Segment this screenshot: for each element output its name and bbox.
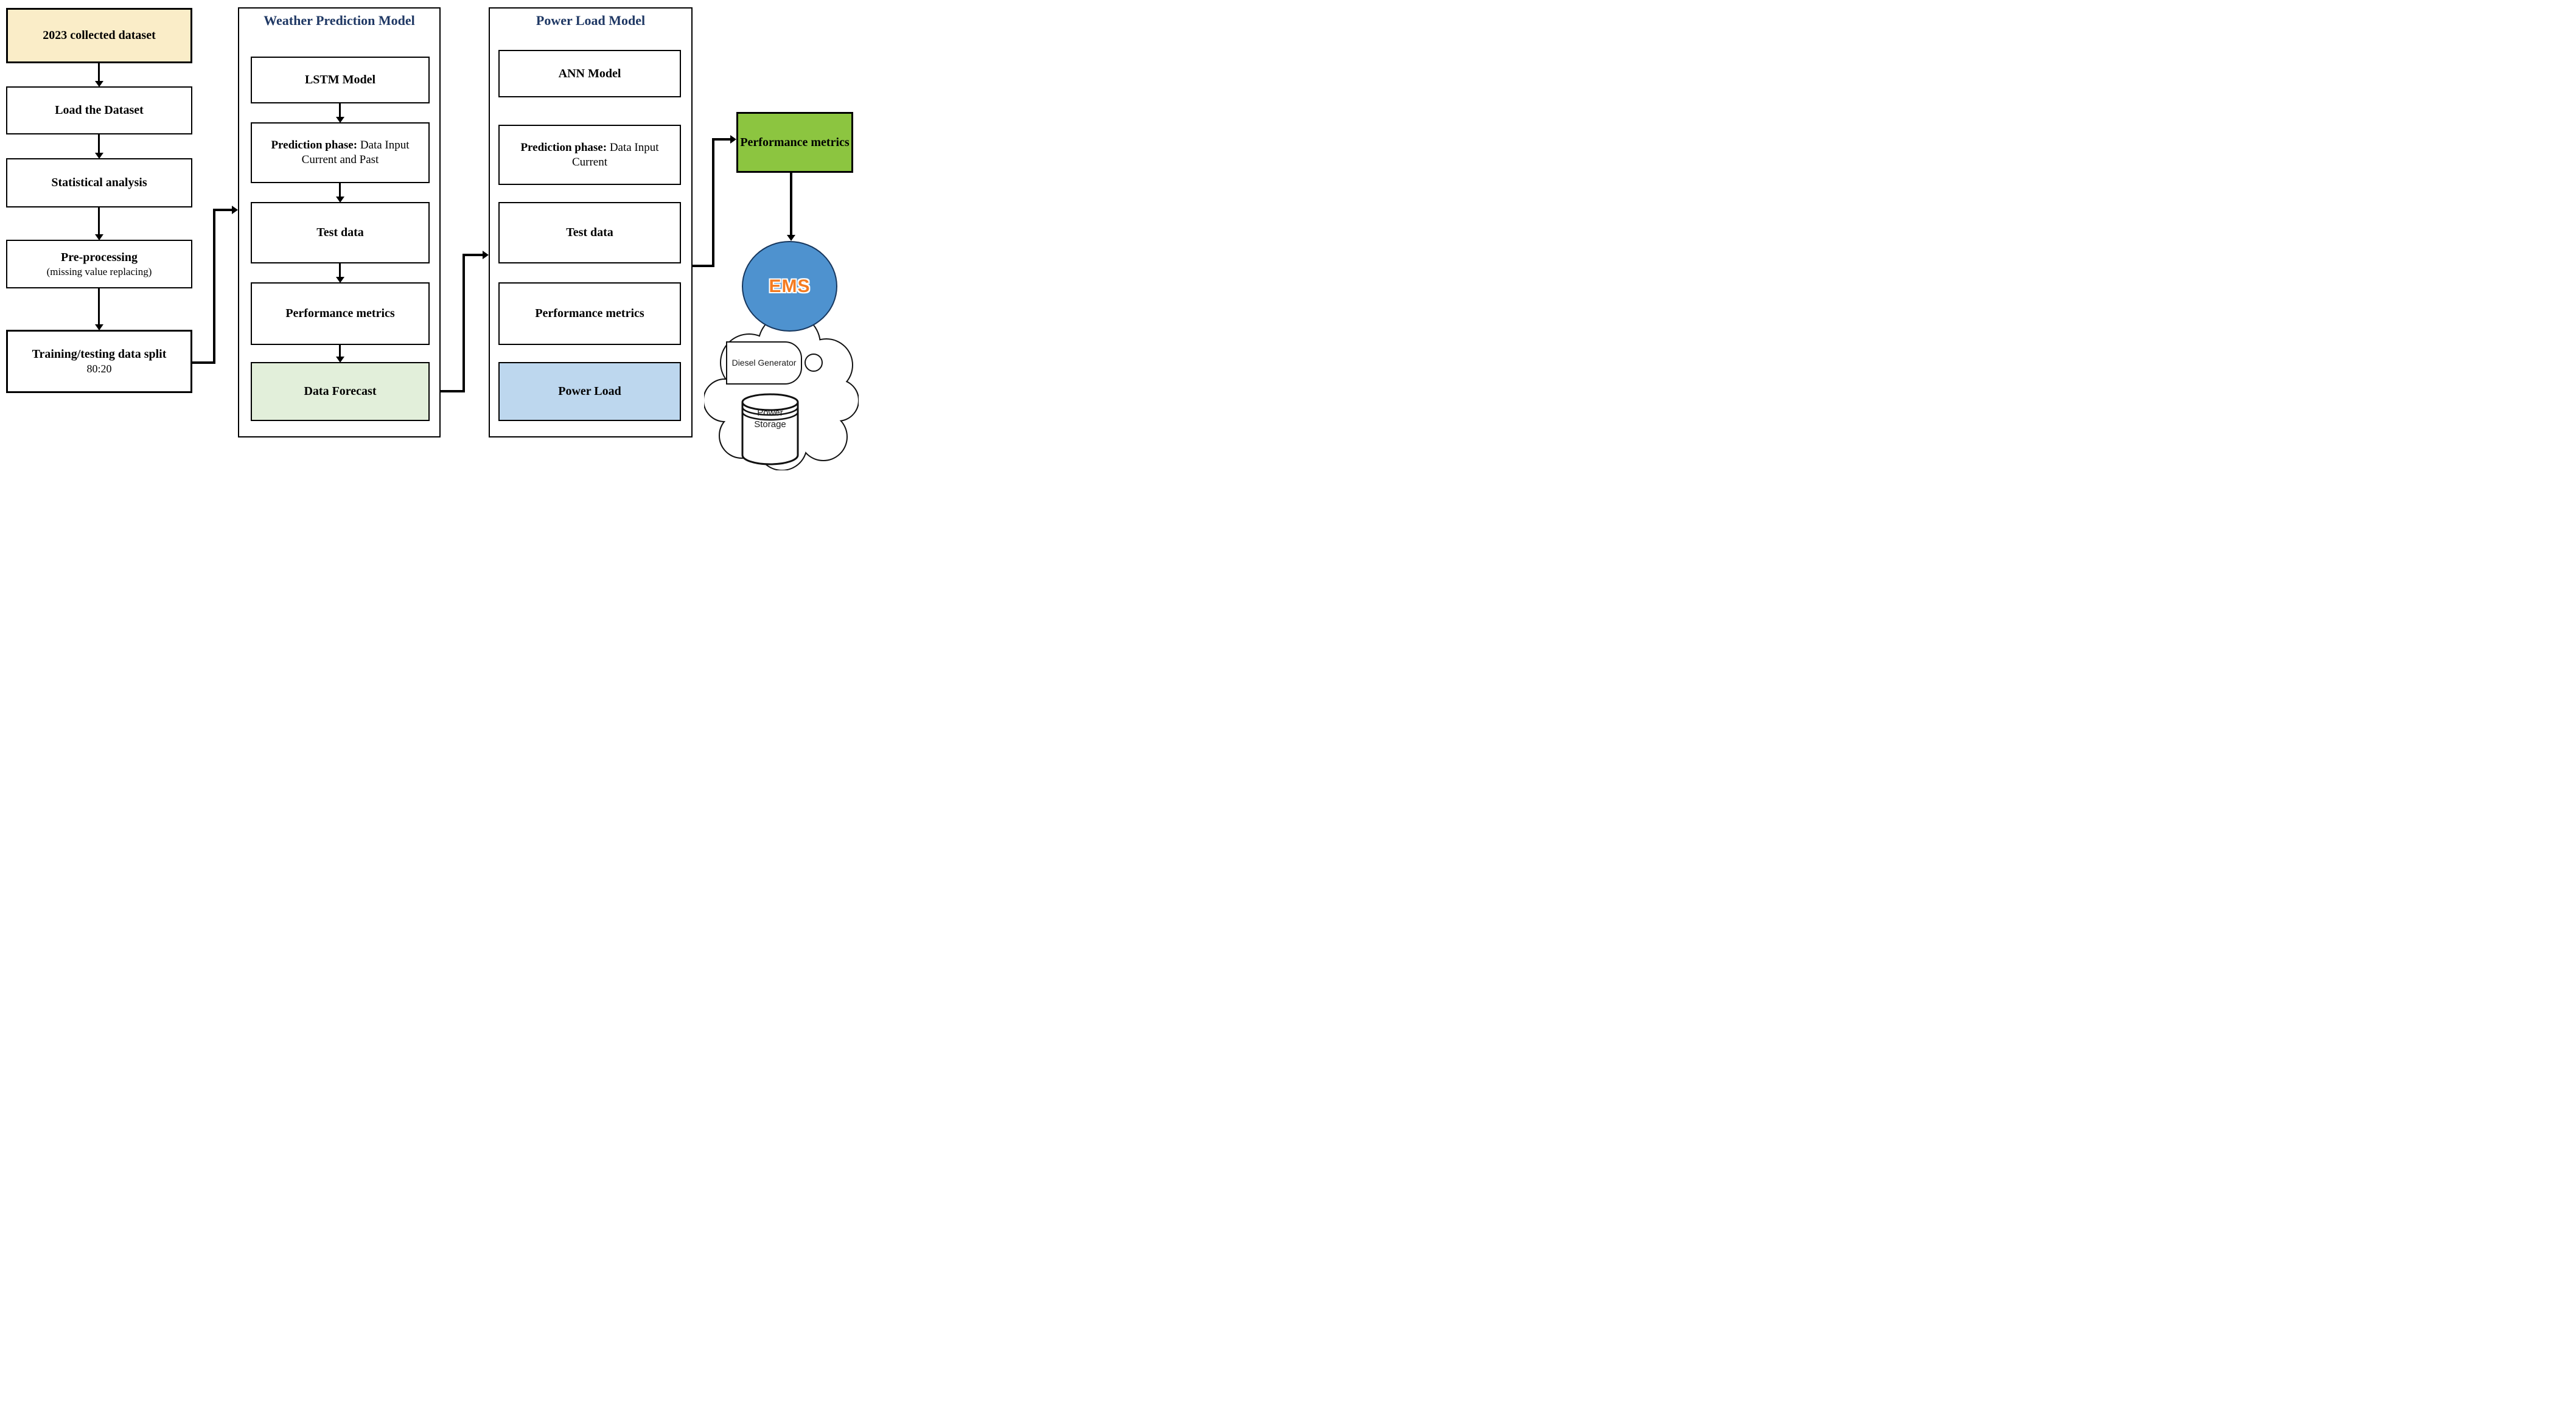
box-test-data-weather: Test data bbox=[251, 202, 430, 263]
label-rest: Data Input Current and Past bbox=[301, 139, 410, 166]
box-label: Performance metrics bbox=[285, 307, 395, 320]
box-label: Data Forecast bbox=[304, 385, 377, 398]
connector-segment bbox=[790, 173, 792, 235]
connector-segment bbox=[712, 138, 714, 267]
arrow-shaft bbox=[339, 345, 341, 357]
box-label: 2023 collected dataset bbox=[43, 29, 156, 42]
diesel-generator-node: Diesel Generator bbox=[726, 341, 802, 385]
arrow-down-icon bbox=[95, 153, 103, 159]
arrow-right-icon bbox=[483, 251, 489, 259]
box-performance-metrics-output: Performance metrics bbox=[736, 112, 853, 173]
weather-model-title: Weather Prediction Model bbox=[264, 13, 415, 28]
arrow-shaft bbox=[98, 63, 100, 81]
box-label: Load the Dataset bbox=[55, 103, 144, 117]
box-label: Prediction phase: Data Input Current bbox=[503, 141, 676, 170]
bubble-circle-icon bbox=[805, 354, 823, 372]
arrow-down-icon bbox=[95, 234, 103, 240]
connector-segment bbox=[462, 254, 465, 392]
ems-label: EMS bbox=[769, 276, 811, 296]
arrow-down-icon bbox=[95, 324, 103, 330]
label-bold: Prediction phase: bbox=[271, 139, 358, 152]
box-label: LSTM Model bbox=[304, 73, 376, 86]
box-performance-metrics-power: Performance metrics bbox=[498, 282, 681, 345]
power-storage-cylinder-icon bbox=[741, 393, 799, 465]
box-test-data-power: Test data bbox=[498, 202, 681, 263]
box-data-forecast: Data Forecast bbox=[251, 362, 430, 421]
label-rest: Data Input Current bbox=[571, 141, 659, 169]
arrow-shaft bbox=[339, 103, 341, 117]
box-performance-metrics-weather: Performance metrics bbox=[251, 282, 430, 345]
box-load-the-dataset: Load the Dataset bbox=[6, 86, 192, 134]
connector-segment bbox=[213, 209, 232, 211]
box-power-load: Power Load bbox=[498, 362, 681, 421]
flowchart-canvas: 2023 collected dataset Load the Dataset … bbox=[0, 0, 859, 470]
ems-node: EMS bbox=[742, 241, 837, 332]
box-label: Training/testing data split bbox=[32, 347, 167, 361]
box-lstm-model: LSTM Model bbox=[251, 57, 430, 103]
arrow-down-icon bbox=[787, 235, 795, 241]
connector-segment bbox=[441, 390, 465, 392]
arrow-shaft bbox=[98, 288, 100, 324]
box-sublabel: 80:20 bbox=[86, 363, 112, 375]
connector-segment bbox=[693, 265, 714, 267]
box-label: ANN Model bbox=[558, 66, 621, 80]
box-statistical-analysis: Statistical analysis bbox=[6, 158, 192, 207]
box-pre-processing: Pre-processing (missing value replacing) bbox=[6, 240, 192, 288]
arrow-shaft bbox=[98, 207, 100, 234]
arrow-shaft bbox=[98, 134, 100, 153]
arrow-shaft bbox=[339, 183, 341, 197]
box-label: Test data bbox=[316, 226, 364, 239]
box-prediction-phase-weather: Prediction phase: Data Input Current and… bbox=[251, 122, 430, 183]
box-label: Test data bbox=[566, 226, 613, 239]
box-label: Performance metrics bbox=[535, 307, 644, 320]
arrow-down-icon bbox=[336, 197, 344, 203]
box-label: Performance metrics bbox=[740, 136, 850, 149]
power-model-title: Power Load Model bbox=[536, 13, 646, 28]
connector-segment bbox=[462, 254, 483, 256]
arrow-down-icon bbox=[336, 277, 344, 283]
label-bold: Prediction phase: bbox=[520, 141, 607, 154]
connector-segment bbox=[712, 138, 731, 141]
box-label: Pre-processing bbox=[61, 250, 138, 264]
diesel-generator-label: Diesel Generator bbox=[731, 357, 797, 368]
box-prediction-phase-power: Prediction phase: Data Input Current bbox=[498, 125, 681, 185]
box-sublabel: (missing value replacing) bbox=[46, 265, 152, 277]
arrow-right-icon bbox=[232, 206, 238, 214]
arrow-down-icon bbox=[336, 117, 344, 123]
box-label: Prediction phase: Data Input Current and… bbox=[256, 138, 425, 167]
arrow-down-icon bbox=[336, 357, 344, 363]
box-ann-model: ANN Model bbox=[498, 50, 681, 97]
box-label: Power Load bbox=[558, 385, 621, 398]
connector-segment bbox=[192, 361, 215, 364]
box-training-testing-split: Training/testing data split 80:20 bbox=[6, 330, 192, 393]
power-storage-label: Power Storage bbox=[754, 408, 786, 430]
connector-segment bbox=[213, 209, 215, 364]
box-label: Statistical analysis bbox=[51, 176, 147, 189]
box-2023-collected-dataset: 2023 collected dataset bbox=[6, 8, 192, 63]
arrow-shaft bbox=[339, 263, 341, 277]
arrow-down-icon bbox=[95, 81, 103, 87]
arrow-right-icon bbox=[730, 135, 736, 144]
